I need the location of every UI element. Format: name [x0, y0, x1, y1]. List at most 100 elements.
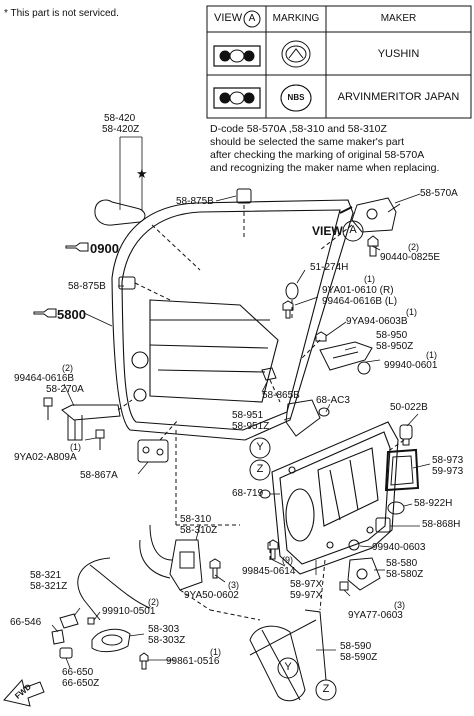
- label-58-570a: 58-570A: [420, 188, 458, 199]
- label-90440-qty: (2): [408, 242, 419, 252]
- label-9ya02: 9YA02-A809A: [14, 452, 77, 463]
- switch-66-650: [59, 647, 73, 659]
- label-58-270a: 58-270A: [46, 384, 84, 395]
- table-view-letter: A: [248, 13, 256, 24]
- label-99861-qty: (1): [210, 647, 221, 657]
- label-9ya94: 9YA94-0603B: [346, 316, 408, 327]
- label-58-922h: 58-922H: [414, 498, 453, 509]
- label-58-420z: 58-420Z: [102, 124, 140, 135]
- callout-0900: 0900: [90, 241, 119, 256]
- label-58-310z: 58-310Z: [180, 525, 218, 536]
- screw-99910: [87, 617, 95, 625]
- label-99845: 99845-0614: [242, 566, 296, 577]
- label-58-950: 58-950: [376, 330, 408, 341]
- dcode-note-line-1: D-code 58-570A ,58-310 and 58-310Z: [210, 123, 387, 135]
- label-99464-left: 99464-0616B: [14, 373, 75, 384]
- callout-y-lower: Y: [284, 661, 292, 673]
- clip-58-865b: [261, 367, 277, 381]
- front-door-frame: [111, 199, 354, 441]
- hand-pointer-icon: [65, 242, 89, 252]
- label-99861: 99861-0516: [166, 656, 220, 667]
- label-58-951: 58-951: [232, 410, 264, 421]
- dcode-note-line-4: and recognizing the maker name when repl…: [210, 162, 440, 174]
- nut-99940: [357, 361, 371, 375]
- label-99464-qty-left: (2): [62, 363, 73, 373]
- bolt-99845: [267, 539, 279, 560]
- label-58-590: 58-590: [340, 641, 372, 652]
- bolt-9ya01: [282, 300, 294, 319]
- label-58-875b-left: 58-875B: [68, 281, 106, 292]
- door-hinge: [137, 439, 169, 463]
- bolt-9ya50: [209, 558, 221, 579]
- dcode-note-line-3: after checking the marking of original 5…: [210, 149, 425, 161]
- label-66-650: 66-650: [62, 667, 94, 678]
- label-9ya50-qty: (3): [228, 580, 239, 590]
- label-9ya77-qty: (3): [394, 600, 405, 610]
- view-a-circle: [342, 220, 364, 242]
- grommet-50-022b: [399, 424, 413, 446]
- label-58-590z: 58-590Z: [340, 652, 378, 663]
- part-58-868h: [375, 517, 391, 533]
- callout-y-circle-upper: [249, 437, 271, 459]
- dcode-note-line-2: should be selected the same maker's part: [210, 136, 405, 148]
- window-motor: [347, 557, 381, 591]
- star-mark: ★: [136, 166, 148, 181]
- window-regulator: [249, 609, 327, 702]
- table-maker-arvinmeritor: ARVINMERITOR JAPAN: [337, 91, 460, 103]
- label-58-420: 58-420: [104, 113, 136, 124]
- label-51-274h: 51-274H: [310, 262, 349, 273]
- label-50-022b: 50-022B: [390, 402, 428, 413]
- inner-handle-bezel: [91, 628, 131, 653]
- label-66-650z: 66-650Z: [62, 678, 100, 689]
- label-58-580z: 58-580Z: [386, 569, 424, 580]
- lock-rods: [77, 524, 173, 621]
- label-58-310: 58-310: [180, 514, 212, 525]
- label-58-580: 58-580: [386, 558, 418, 569]
- nut-99940-0603: [348, 539, 360, 551]
- part-58-321: [59, 613, 79, 629]
- label-99845-qty: (9): [282, 555, 293, 565]
- label-99940-0603: 99940-0603: [372, 542, 426, 553]
- bolt-lower-left: [95, 429, 105, 450]
- label-68-719: 68-719: [232, 488, 264, 499]
- seal-58-973: [384, 448, 420, 492]
- nbs-mark: NBS: [287, 93, 305, 102]
- fwd-arrow-icon: [3, 678, 45, 707]
- label-9ya02-qty: (1): [70, 442, 81, 452]
- callout-z-circle-lower: [315, 679, 337, 701]
- table-view-header: VIEW: [214, 12, 243, 24]
- screw-99861: [139, 652, 149, 670]
- label-99940-qty-top: (1): [426, 350, 437, 360]
- label-58-97x: 58-97X: [290, 579, 323, 590]
- label-58-321: 58-321: [30, 570, 62, 581]
- callout-5800: 5800: [57, 307, 86, 322]
- inner-handle: [319, 341, 373, 371]
- door-checker: [61, 404, 121, 441]
- label-58-868h: 58-868H: [422, 519, 461, 530]
- label-58-875b-top: 58-875B: [176, 196, 214, 207]
- bolt-9ya94: [315, 331, 327, 342]
- weatherstrip-block-left: [118, 276, 136, 290]
- label-9ya01: 9YA01-0610 (R): [322, 285, 394, 296]
- label-58-951z: 58-951Z: [232, 421, 270, 432]
- maker-table: [206, 5, 472, 119]
- table-maker-header: MAKER: [380, 13, 417, 24]
- label-59-973: 59-973: [432, 466, 464, 477]
- leader-lines-dashed: [117, 205, 405, 621]
- hand-pointer-icon: [33, 308, 57, 318]
- weatherstrip-block-top: [236, 188, 252, 204]
- label-58-303: 58-303: [148, 624, 180, 635]
- label-58-973: 58-973: [432, 455, 464, 466]
- leader-lines: [51, 136, 431, 669]
- label-58-321z: 58-321Z: [30, 581, 68, 592]
- part-58-922h: [387, 501, 405, 515]
- bolt-9ya77: [339, 581, 349, 591]
- callout-y-upper: Y: [256, 441, 264, 453]
- callout-z-upper: Z: [256, 463, 264, 475]
- label-99464-l: 99464-0616B (L): [322, 296, 398, 307]
- label-58-867a: 58-867A: [80, 470, 118, 481]
- grommet: [285, 282, 299, 300]
- label-58-865b: 58-865B: [262, 390, 300, 401]
- label-90440: 90440-0825E: [380, 252, 441, 263]
